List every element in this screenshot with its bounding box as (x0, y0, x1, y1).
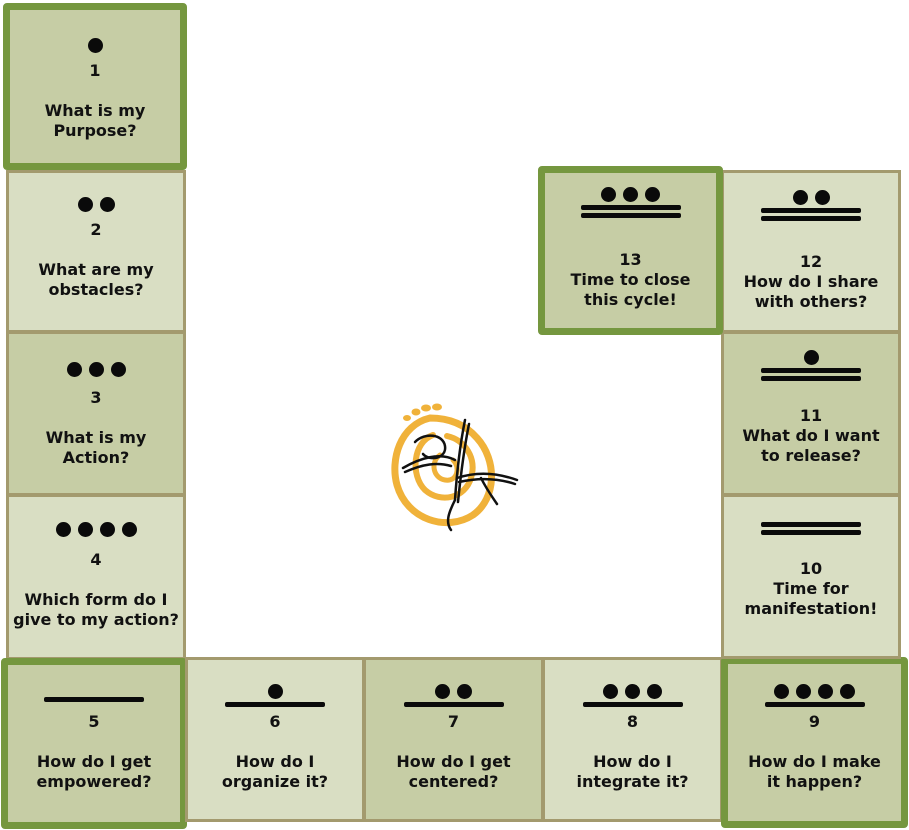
tile-number: 3 (90, 388, 102, 407)
tile-number: 11 (799, 406, 823, 425)
tile-number: 9 (808, 712, 821, 731)
maya-numeral-3-icon (9, 362, 183, 406)
maya-numeral-13-icon (545, 187, 716, 231)
maya-numeral-6-icon (188, 684, 362, 728)
dancing-figure-spiral-icon (391, 403, 519, 532)
maya-numeral-5-icon (8, 697, 180, 741)
tile-number: 10 (799, 559, 823, 578)
tile-number: 1 (89, 61, 101, 80)
tile-number: 5 (88, 712, 100, 731)
maya-numeral-1-icon (10, 38, 180, 82)
tile-number: 7 (447, 712, 460, 731)
tile-number: 8 (626, 712, 639, 731)
maya-numeral-7-icon (366, 684, 541, 728)
maya-numeral-9-icon (728, 684, 901, 728)
maya-numeral-11-icon (724, 350, 898, 394)
maya-numeral-4-icon (9, 522, 183, 566)
maya-numeral-12-icon (724, 190, 898, 234)
maya-numeral-2-icon (9, 197, 183, 241)
tile-number: 13 (619, 250, 642, 269)
maya-numeral-10-icon (724, 522, 898, 566)
tile-number: 2 (90, 220, 102, 239)
tile-number: 6 (269, 712, 281, 731)
maya-numeral-8-icon (545, 684, 720, 728)
tile-number: 12 (799, 252, 823, 271)
tile-number: 4 (90, 550, 102, 569)
